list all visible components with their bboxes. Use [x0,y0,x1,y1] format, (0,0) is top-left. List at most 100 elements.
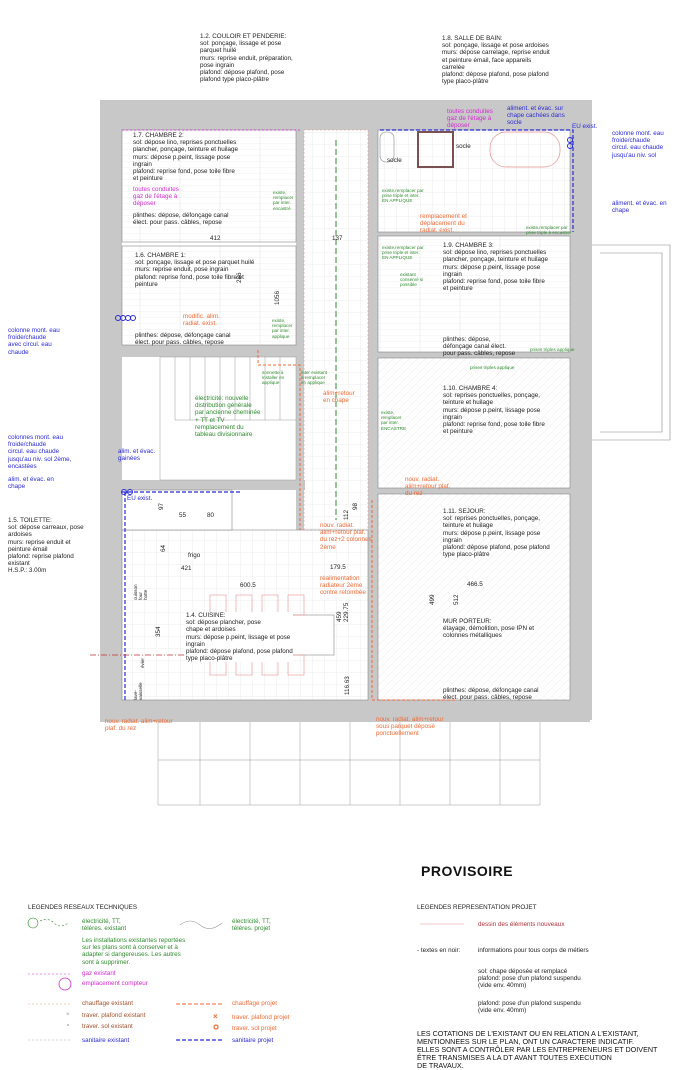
dimension: 499 [429,594,436,605]
dimension: 412 [210,235,221,242]
dimension: 137 [332,235,343,242]
legend-textes-noir: informations pour tous corps de métiers [478,947,589,954]
eu-exist-left: EU exist. [127,495,153,502]
elec-note: prises triples applique [470,365,515,370]
elec-projet-symbol [179,920,223,929]
cotations-disclaimer: LES COTATIONS DE L'EXISTANT OU EN RELATI… [417,1029,658,1070]
room-toilette [121,489,233,531]
dimension: 97 [158,502,165,510]
legend-plafond-suspendu: plafond: pose d'un plafond suspendu (vid… [478,1000,581,1015]
realimentation-note: réalimentation radiateur 2ème contre ret… [320,575,366,597]
dimension: 1056 [274,290,281,305]
radiat-ch4-note: nouv. radiat. alim+retour plaf. du rez [405,476,451,498]
legend-traver-plafond-existant: traver. plafond existant [82,1012,146,1019]
elec-note: sonnette à installer en applique [262,370,285,386]
alim-chape-sdb-note: aliment. et évac. en chape [612,200,667,215]
colonne-ch1-note: colonne mont. eau froide/chaude avec cir… [8,327,60,356]
elec-note: existe,remplacer par prise triple à enca… [526,225,572,236]
elec-existing-symbol [27,917,39,929]
room-salle-de-bain [377,129,571,233]
dimension: 600.5 [240,582,256,589]
legend-chauffage-existant: chauffage existant [82,1000,133,1007]
room-chambre2 [121,129,297,243]
tableau-note: remplacement du tableau divisionnaire [195,424,253,439]
radiat-colonnes-note: nouv. radiat. alim+retour plaf. du rez+2… [320,522,372,551]
dimension: 512 [453,594,460,605]
sanitaire-cuisine [122,491,240,700]
room-label-chambre4: 1.10. CHAMBRE 4: sol: reprises ponctuell… [443,385,545,436]
staircase [159,356,297,481]
dimension: 116.63 [344,676,351,695]
legend-sol-chape: sol: chape déposée et remplacé plafond: … [478,968,581,990]
gaz-note-sdb: toutes conduites gaz de l'étage à dépose… [447,108,493,130]
room-label-salle-de-bain: 1.8. SALLE DE BAIN: sol: ponçage, lissag… [442,35,550,86]
plinthes-chambre1: plinthes: dépose, défonçage canal élect.… [135,332,231,347]
alim-retour-chape-note: alim+retour en chape [323,390,355,405]
svg-text:∘: ∘ [66,1023,70,1029]
legend-traver-sol-existant: traver. sol existant [82,1023,133,1030]
toilet-bowl [379,131,395,163]
room-label-chambre1: 1.6. CHAMBRE 1: sol: ponçage, lissage et… [135,252,255,288]
room-sejour [377,493,571,701]
svg-text:×: × [66,1012,70,1018]
legend-chauffage-projet: chauffage projet [232,1000,278,1007]
gaz-note-chambre2: toutes conduites gaz de l'étage à dépose… [133,186,179,208]
mur-porteur-note: MUR PORTEUR: étayage, démolition, pose I… [443,618,535,640]
plinthes-chambre3: plinthes: dépose, défonçage canal élect.… [443,336,516,358]
legend-symbols: × ∘ × [27,917,464,1041]
legend-sanitaire-existant: sanitaire existant [82,1037,130,1044]
floor-plan [90,100,671,806]
legend-traver-plafond-projet: traver. plafond projet [232,1014,290,1021]
radiat-modific-note: modific. alim. radiat. exist. [183,313,220,328]
walls [100,100,592,722]
legend-sanitaire-projet: sanitaire projet [232,1037,274,1044]
room-label-sejour: 1.11. SEJOUR: sol: reprises ponctuelles,… [443,508,550,559]
elec-distribution-note: électricité: nouvelle distribution génér… [195,395,261,424]
elec-note: prises triples applique [530,347,575,352]
dimension: 421 [181,565,192,572]
room-label-toilette: 1.5. TOILETTE: sol: dépose carreaux, pos… [8,517,84,575]
legend-compteur: emplacement compteur [82,980,148,987]
room-label-cuisine: 1.4. CUISINE: sol: dépose plancher, pose… [186,612,293,663]
legend-proj-heading: LEGENDES REPRESENTATION PROJET [417,904,537,911]
elec-note: existe, remplacer par inter. ENCASTRE [381,410,407,431]
dimension: 98 [352,502,359,510]
elec-note: inter existant à remplacer en applique [301,370,328,386]
balcony [592,244,671,441]
radiat-sejour-note: nouv. radiat. alim+retour sous parquet d… [376,716,444,738]
elec-note: existe,remplacer par prise triple et int… [382,245,424,261]
shower [417,131,454,168]
dimension: 354 [155,626,162,637]
dimension: 179.5 [330,564,346,571]
colonnes-toilette-note: colonnes mont. eau froide/chaude circul.… [8,434,72,470]
alim-chape-left-note: alim. et évac. en chape [8,476,54,491]
radiat-cuisine-note: nouv. radiat. alim+retour plaf. du rez [105,718,173,733]
dimension: 80 [207,512,215,519]
legend-gaz: gaz existant [82,970,116,977]
socle-label: socle [387,157,402,164]
legend-elec-projet: électricité, TT, téléres. projet [232,918,271,933]
dimension: 229.75 [343,602,350,622]
room-chambre1 [121,245,297,346]
dimension: 64 [160,544,167,552]
room-label-chambre2: 1.7. CHAMBRE 2: sol: dépose lino, repris… [133,132,239,183]
cuisson-label: cuisson four hotte [133,584,149,600]
legend-dessin: dessin des éléments nouveaux [478,921,565,928]
dimension: 466.5 [467,581,483,588]
elec-note: existant conservé si possible [400,272,424,288]
bathtub [489,131,561,168]
dimension: 286 [236,272,243,283]
room-chambre4 [377,357,571,489]
alim-gainees-note: alim. et évac. gainées [118,448,156,463]
legend-installations-note: Les installations existantes reportées s… [82,937,186,966]
chauffage-projet [257,350,455,701]
elec-note: existe, remplacer par inter. applique [272,318,293,339]
room-chambre3 [377,235,571,353]
plinthes-sejour: plinthes: dépose, défonçage canal élect.… [443,687,539,702]
room-label-couloir: 1.2. COULOIR ET PENDERIE: sol: ponçage, … [200,33,293,84]
front-steps [157,722,541,806]
eu-exist-top: EU exist. [572,123,598,130]
evier-label: évier [140,658,145,668]
svg-text:×: × [213,1012,218,1021]
legend-elec-existant: électricité, TT, téléres. existant [82,918,127,933]
